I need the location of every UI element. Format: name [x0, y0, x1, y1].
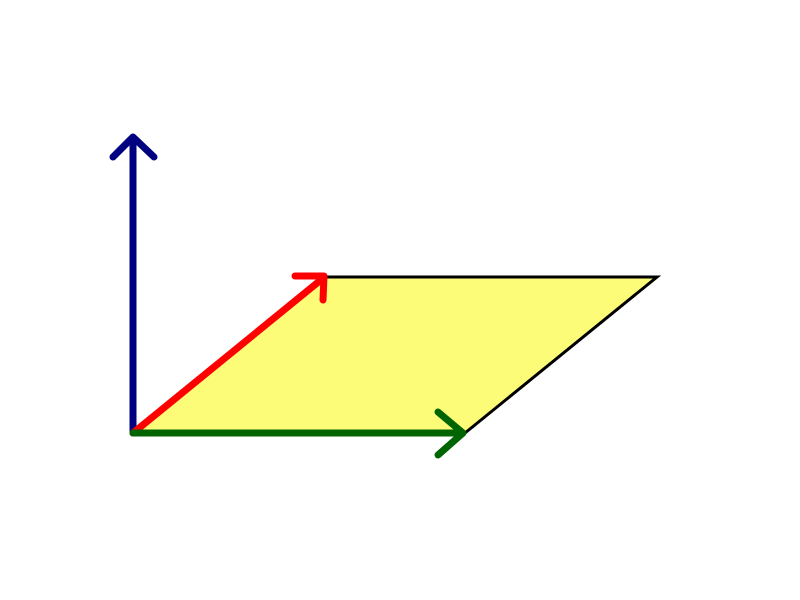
- normal-vector-arrow: [109, 133, 158, 437]
- vector-a-shaft: [129, 275, 326, 437]
- normal-vector-head: [109, 133, 158, 161]
- vector-b-arrow: [129, 408, 467, 459]
- parallelogram-outline: [325, 275, 662, 435]
- vector-a-head: [291, 272, 328, 304]
- vector-a-arrow: [129, 272, 328, 437]
- parallelogram: [133, 277, 657, 433]
- vector-b-head: [434, 408, 467, 459]
